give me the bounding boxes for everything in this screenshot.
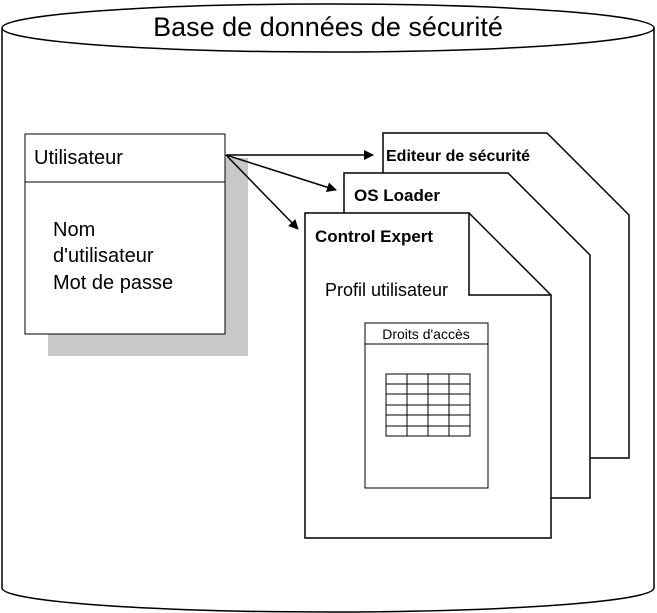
- database-title: Base de données de sécurité: [153, 12, 503, 42]
- control-expert-fold: [468, 212, 552, 296]
- arrow-to-os-loader: [225, 154, 337, 193]
- user-box-header: Utilisateur: [34, 147, 123, 169]
- arrows: [225, 150, 374, 230]
- access-rights-grid: [385, 373, 471, 437]
- user-box: [24, 133, 226, 335]
- user-field-password: Mot de passe: [53, 272, 173, 294]
- user-field-username: d'utilisateur: [53, 245, 154, 267]
- profile-label: Profil utilisateur: [325, 280, 448, 300]
- editor-document-title: Editeur de sécurité: [386, 148, 530, 165]
- access-rights-label: Droits d'accès: [382, 326, 469, 342]
- arrow-to-control-expert: [225, 154, 299, 230]
- control-expert-document-title: Control Expert: [315, 227, 433, 246]
- os-loader-document-title: OS Loader: [354, 186, 440, 205]
- user-field-name: Nom: [53, 219, 95, 241]
